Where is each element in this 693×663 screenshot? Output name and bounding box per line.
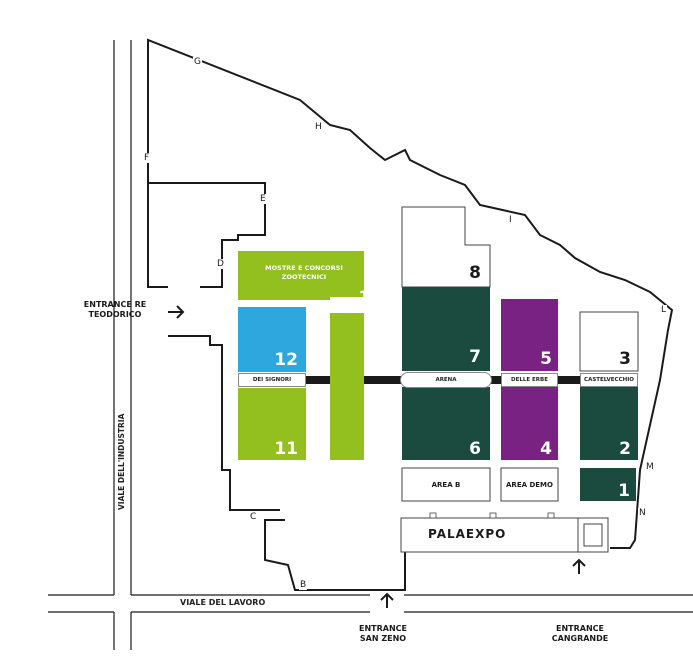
entrance-san-zeno-label: ENTRANCE SAN ZENO [359,624,407,643]
palaexpo-building[interactable] [400,517,579,553]
gate-d-label: D [216,259,225,269]
pavilion-number-7: 7 [469,347,481,367]
area-demo-label: AREA DEMO [506,480,553,489]
pavilion-number-5: 5 [540,349,552,369]
wall-outer [147,38,674,549]
dei-signori-label: DEI SIGNORI [238,373,306,387]
wall-lower-left [168,335,280,511]
pavilion-number-6: 6 [469,439,481,459]
gate-f-label: F [143,153,151,163]
delle-erbe-label: DELLE ERBE [501,373,558,387]
pavilion-number-12: 12 [274,350,298,370]
pavilion-5[interactable] [501,299,558,371]
gate-b-label: B [299,580,308,590]
pavilion-4[interactable] [501,387,558,460]
area-b-box[interactable] [401,467,491,502]
gate-h-label: H [314,122,323,132]
palaexpo-annex-inner [583,523,603,547]
entrance-re-teodorico-label: ENTRANCE RE TEODORICO [83,300,147,319]
palaexpo-vent [429,512,437,519]
castelvecchio-label: CASTELVECCHIO [580,373,638,387]
viale-dell-industria-label: VIALE DELL'INDUSTRIA [117,413,126,510]
viale-del-lavoro-label: VIALE DEL LAVORO [180,598,266,607]
pavilion-3[interactable] [579,311,639,372]
gate-n-label: N [638,508,647,518]
pavilion-number-2: 2 [619,439,631,459]
pavilions [238,206,639,553]
palaexpo-vent [489,512,497,519]
pavilion-number-11: 11 [274,439,298,459]
pavilion-11[interactable] [238,388,306,460]
area-b-label: AREA B [431,480,461,489]
area-demo-box[interactable] [500,467,559,502]
palaexpo-vent [547,512,555,519]
entrance-arrows [168,305,586,608]
arrow-right-icon [168,305,185,319]
pavilion-mostre-9-10[interactable] [238,251,364,460]
pavilion-7[interactable] [402,287,490,371]
pavilion-number-3: 3 [619,349,631,369]
mostre-label: MOSTRE E CONCORSI ZOOTECNICI [265,264,343,281]
entrance-cangrande-label: ENTRANCE CANGRANDE [551,624,609,643]
gate-e-label: E [259,194,267,204]
pavilion-number-1: 1 [618,481,630,501]
gate-g-label: G [193,57,202,67]
pavilion-number-9: 9 [370,439,382,459]
perimeter-wall [147,38,674,591]
roads [48,40,693,650]
gate-l-label: L [660,305,668,315]
gate-c-label: C [249,512,258,522]
pavilion-2[interactable] [580,387,638,460]
arrow-up-icon [380,592,394,608]
arena-label: ARENA [400,372,492,388]
gate-i-label: I [508,215,513,225]
palaexpo-annex [577,517,609,553]
pavilion-number-10: 10 [358,288,382,308]
wall-bottom [264,519,406,591]
pavilion-12[interactable] [238,307,306,372]
pavilion-6[interactable] [402,387,490,460]
palaexpo-label: PALAEXPO [428,527,507,541]
gate-m-label: M [645,462,655,472]
pavilion-number-4: 4 [540,439,552,459]
pavilion-number-8: 8 [469,263,481,283]
pavilion-1[interactable] [580,468,636,501]
arrow-up-icon [572,558,586,574]
